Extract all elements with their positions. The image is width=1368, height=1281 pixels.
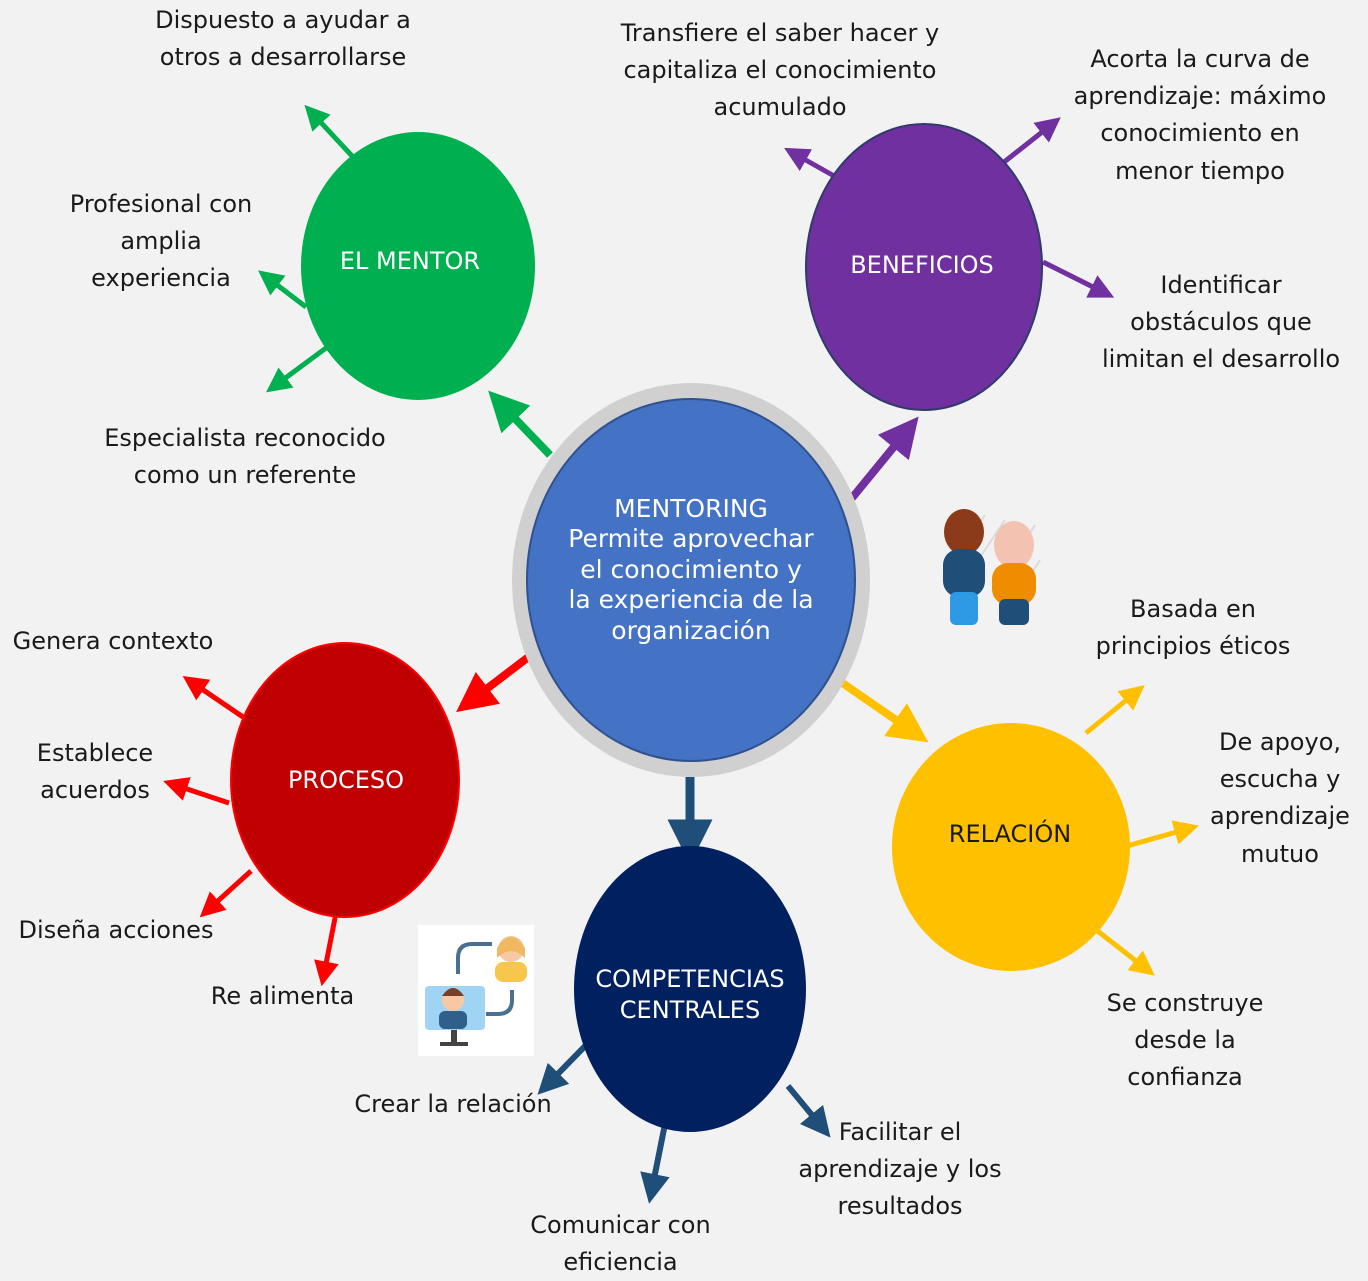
beneficios-item-identificar: Identificar obstáculos que limitan el de…: [1080, 267, 1362, 379]
text-line: Especialista reconocido: [104, 424, 386, 452]
arrow-competencias-comunicar: [640, 1123, 670, 1204]
people-icon: [943, 509, 1041, 625]
text-line: aprendizaje y los: [798, 1155, 1002, 1184]
competencias-item-crear: Crear la relación: [338, 1086, 568, 1123]
text-line: resultados: [837, 1192, 963, 1221]
text-line: desde la: [1134, 1026, 1236, 1055]
arrow-relacion-construye: [1093, 927, 1155, 976]
text-line: Diseña acciones: [18, 916, 214, 944]
text-line: principios éticos: [1095, 632, 1291, 661]
text-line: Acorta la curva de: [1090, 45, 1310, 73]
text-line: Establece: [36, 739, 154, 767]
node-mentor-circle: [301, 132, 535, 400]
text-line: Identificar: [1160, 271, 1282, 299]
text-line: acuerdos: [40, 776, 150, 805]
text-line: confianza: [1127, 1063, 1243, 1092]
text-line: Basada en: [1130, 595, 1256, 623]
arrow-center-to-mentor: [488, 390, 553, 458]
text-line: limitan el desarrollo: [1101, 345, 1341, 374]
competencias-item-facilitar: Facilitar el aprendizaje y los resultado…: [780, 1114, 1020, 1226]
arrow-proceso-establece: [163, 777, 230, 806]
text-line: aprendizaje: [1210, 802, 1350, 831]
relacion-item-construye: Se construye desde la confianza: [1090, 985, 1280, 1097]
node-beneficios-circle: [805, 123, 1043, 411]
node-relacion-circle: [892, 723, 1130, 971]
center-line: organización: [611, 615, 771, 645]
center-line: el conocimiento y: [580, 554, 802, 584]
node-proceso-circle: [230, 642, 460, 918]
text-line: mutuo: [1241, 839, 1319, 868]
text-line: Se construye: [1106, 989, 1264, 1017]
center-title: MENTORING: [614, 493, 768, 523]
text-line: menor tiempo: [1115, 156, 1285, 185]
beneficios-item-acorta: Acorta la curva de aprendizaje: máximo c…: [1050, 41, 1350, 190]
text-line: eficiencia: [563, 1248, 678, 1277]
beneficios-item-transfiere: Transfiere el saber hacer y capitaliza e…: [600, 15, 960, 127]
video-mentoring-icon: [418, 925, 534, 1056]
text-line: Dispuesto a ayudar a: [155, 6, 411, 34]
arrow-beneficios-identificar: [1041, 259, 1115, 298]
text-line: Re alimenta: [210, 982, 355, 1010]
arrow-mentor-especialista: [265, 345, 328, 393]
text-line: conocimiento en: [1100, 119, 1300, 148]
arrow-center-to-relacion: [835, 676, 929, 743]
mentor-item-dispuesto: Dispuesto a ayudar a otros a desarrollar…: [133, 2, 433, 76]
mentor-item-profesional: Profesional con amplia experiencia: [36, 186, 286, 298]
text-line: Profesional con: [69, 190, 253, 218]
text-line: acumulado: [713, 93, 847, 122]
arrow-relacion-basada: [1084, 685, 1145, 735]
relacion-item-apoyo: De apoyo, escucha y aprendizaje mutuo: [1195, 724, 1365, 873]
mentor-item-especialista: Especialista reconocido como un referent…: [75, 420, 415, 494]
center-line: la experiencia de la: [568, 585, 814, 615]
proceso-item-establece: Establece acuerdos: [10, 735, 180, 809]
proceso-item-realimenta: Re alimenta: [195, 978, 370, 1015]
text-line: obstáculos que: [1130, 308, 1312, 337]
node-beneficios-label: BENEFICIOS: [850, 251, 994, 280]
proceso-item-disena: Diseña acciones: [6, 912, 226, 949]
relacion-item-basada: Basada en principios éticos: [1075, 591, 1311, 665]
node-competencias-label: COMPETENCIAS CENTRALES: [595, 964, 785, 1024]
text-line: como un referente: [133, 461, 357, 490]
proceso-item-genera: Genera contexto: [0, 623, 226, 660]
node-competencias-circle: [574, 846, 806, 1132]
node-relacion-label: RELACIÓN: [948, 820, 1072, 849]
arrow-proceso-disena: [199, 869, 253, 918]
text-line: Crear la relación: [354, 1090, 552, 1118]
arrow-competencias-crear: [537, 1038, 593, 1095]
arrow-proceso-genera: [182, 675, 245, 720]
node-mentor-label: EL MENTOR: [339, 247, 481, 276]
text-line: Genera contexto: [12, 627, 214, 655]
arrow-proceso-realimenta: [314, 912, 339, 987]
text-line: amplia: [120, 227, 202, 256]
text-line: otros a desarrollarse: [159, 43, 407, 72]
arrow-relacion-apoyo: [1126, 820, 1200, 849]
node-proceso-label: PROCESO: [287, 766, 405, 795]
arrow-center-to-beneficios: [848, 416, 919, 501]
text-line: escucha y: [1219, 765, 1341, 794]
arrow-mentor-dispuesto: [304, 104, 355, 159]
text-line: Comunicar con: [530, 1211, 711, 1239]
arrow-mentor-profesional: [258, 270, 308, 309]
text-line: aprendizaje: máximo: [1073, 82, 1327, 111]
competencias-item-comunicar: Comunicar con eficiencia: [508, 1207, 733, 1281]
center-line: Permite aprovechar: [568, 524, 814, 554]
arrow-competencias-facilitar: [785, 1084, 831, 1138]
arrow-center-to-proceso: [456, 648, 538, 713]
text-line: Facilitar el: [838, 1118, 962, 1146]
center-circle: [526, 398, 856, 762]
text-line: capitaliza el conocimiento: [623, 56, 937, 85]
text-line: experiencia: [91, 264, 231, 293]
text-line: De apoyo,: [1218, 728, 1341, 756]
text-line: Transfiere el saber hacer y: [620, 19, 940, 47]
center-node: MENTORING Permite aprovechar el conocimi…: [541, 470, 841, 670]
